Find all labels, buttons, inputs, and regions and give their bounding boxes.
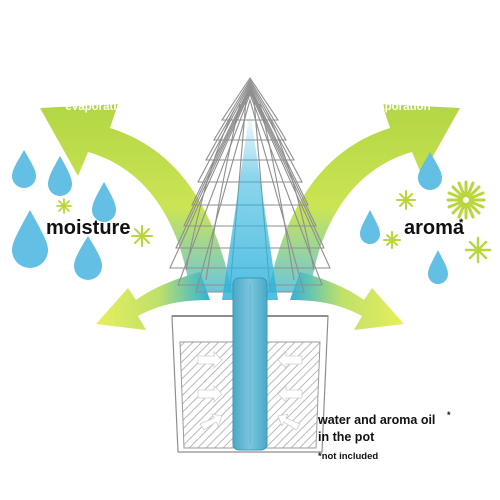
aroma-flowers — [56, 180, 492, 264]
pot-label-line1: water and aroma oil — [317, 413, 435, 427]
pot-note: *not included — [318, 451, 378, 462]
water-drop-icon — [92, 182, 116, 222]
aroma-label: aroma — [404, 217, 465, 239]
aroma-flower-icon — [464, 236, 492, 264]
aroma-asterisk: * — [459, 217, 464, 229]
evaporation-right-line2: evaporation — [365, 101, 430, 113]
water-core — [222, 110, 278, 300]
water-drop-icon — [428, 250, 448, 284]
evaporation-label-left: natural evaporation — [65, 87, 130, 113]
evaporation-label-right: natural evaporation — [365, 87, 430, 113]
pot-label-asterisk: * — [447, 410, 451, 420]
aroma-flower-icon — [383, 231, 401, 249]
aroma-flower-icon — [131, 225, 153, 247]
evaporation-left-line1: natural — [77, 87, 115, 99]
water-drop-icon — [418, 152, 442, 190]
water-drop-icon — [12, 150, 36, 188]
water-drop-icon — [74, 236, 102, 280]
pot-label-line2: in the pot — [318, 430, 375, 444]
evaporation-arrow-right — [268, 104, 460, 292]
aroma-flower-icon — [56, 198, 72, 214]
wick — [232, 277, 268, 451]
water-drop-icon — [12, 210, 48, 268]
evaporation-arrow-left — [40, 104, 232, 292]
evaporation-left-line2: evaporation — [65, 101, 130, 113]
aroma-flower-icon — [446, 180, 486, 220]
water-drops-right — [360, 152, 448, 284]
aroma-flower-icon — [396, 190, 416, 210]
side-arrow-right — [290, 272, 404, 330]
moisture-label: moisture — [46, 217, 130, 239]
water-drop-icon — [360, 210, 380, 244]
evaporation-right-line1: natural — [387, 87, 425, 99]
side-arrow-left — [96, 272, 210, 330]
water-drop-icon — [48, 156, 72, 196]
water-drops-left — [12, 150, 116, 280]
